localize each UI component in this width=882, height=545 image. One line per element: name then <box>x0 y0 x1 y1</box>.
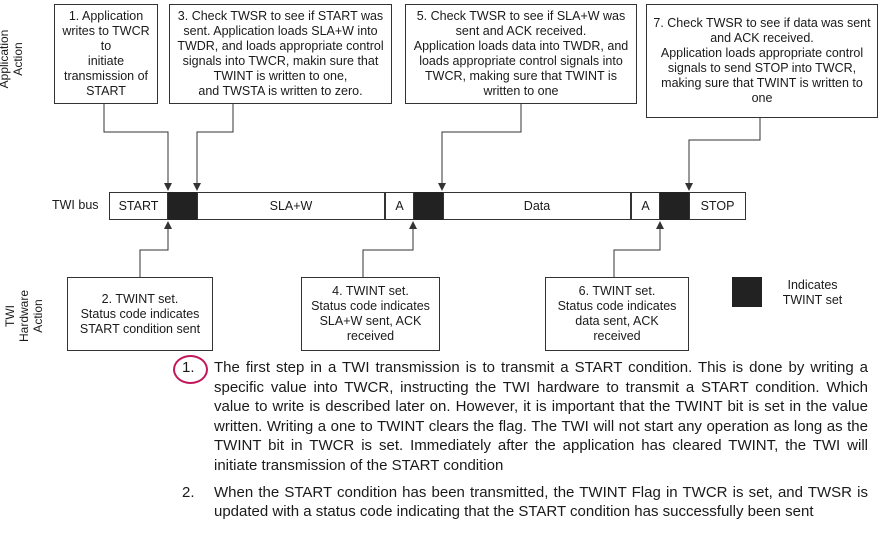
legend-text: Indicates TWINT set <box>782 278 843 307</box>
bus-segment-start: START <box>109 192 168 220</box>
step-text-1: The first step in a TWI transmission is … <box>214 359 868 474</box>
hw-step-4-text: 4. TWINT set. Status code indicates SLA+… <box>311 284 430 343</box>
app-step-5-text: 5. Check TWSR to see if SLA+W was sent a… <box>413 9 629 98</box>
step-item-1: 1. The first step in a TWI transmission … <box>173 355 868 476</box>
highlight-circle <box>173 355 208 384</box>
app-step-3-text: 3. Check TWSR to see if START was sent. … <box>177 9 384 98</box>
app-step-7-text: 7. Check TWSR to see if data was sent an… <box>653 16 871 105</box>
app-step-5-box: 5. Check TWSR to see if SLA+W was sent a… <box>405 4 637 104</box>
hardware-action-label: TWI Hardware Action <box>3 289 45 343</box>
app-step-1-box: 1. Application writes to TWCR to initiat… <box>54 4 158 104</box>
hw-step-6-box: 6. TWINT set. Status code indicates data… <box>545 277 689 351</box>
hw-step-6-text: 6. TWINT set. Status code indicates data… <box>557 284 677 343</box>
step-item-2: 2. When the START condition has been tra… <box>178 483 868 522</box>
application-action-label: Application Action <box>0 29 25 89</box>
bus-segment-stop: STOP <box>689 192 746 220</box>
bus-segment-sla-w: SLA+W <box>197 192 385 220</box>
hw-step-2-box: 2. TWINT set. Status code indicates STAR… <box>67 277 213 351</box>
hw-step-4-box: 4. TWINT set. Status code indicates SLA+… <box>301 277 440 351</box>
hw-step-2-text: 2. TWINT set. Status code indicates STAR… <box>79 291 201 336</box>
bus-segment-ack-1: A <box>385 192 414 220</box>
app-step-7-box: 7. Check TWSR to see if data was sent an… <box>646 4 878 118</box>
bus-segment-data: Data <box>443 192 631 220</box>
bus-segment-ack-2: A <box>631 192 660 220</box>
step-number-1: 1. <box>182 359 195 376</box>
twi-transmission-diagram: Application Action TWI Hardware Action 1… <box>0 4 878 351</box>
step-number-2: 2. <box>182 483 195 501</box>
steps-list: 1. The first step in a TWI transmission … <box>173 355 868 529</box>
app-step-3-box: 3. Check TWSR to see if START was sent. … <box>169 4 392 104</box>
twi-bus-label: TWI bus <box>52 198 99 212</box>
bus-twint-marker-2 <box>414 192 443 220</box>
connector-arrows <box>103 104 761 277</box>
legend-twint-swatch <box>732 277 762 307</box>
bus-twint-marker-3 <box>660 192 689 220</box>
bus-twint-marker-1 <box>168 192 197 220</box>
step-text-2: When the START condition has been transm… <box>214 483 868 521</box>
app-step-1-text: 1. Application writes to TWCR to initiat… <box>62 9 150 98</box>
